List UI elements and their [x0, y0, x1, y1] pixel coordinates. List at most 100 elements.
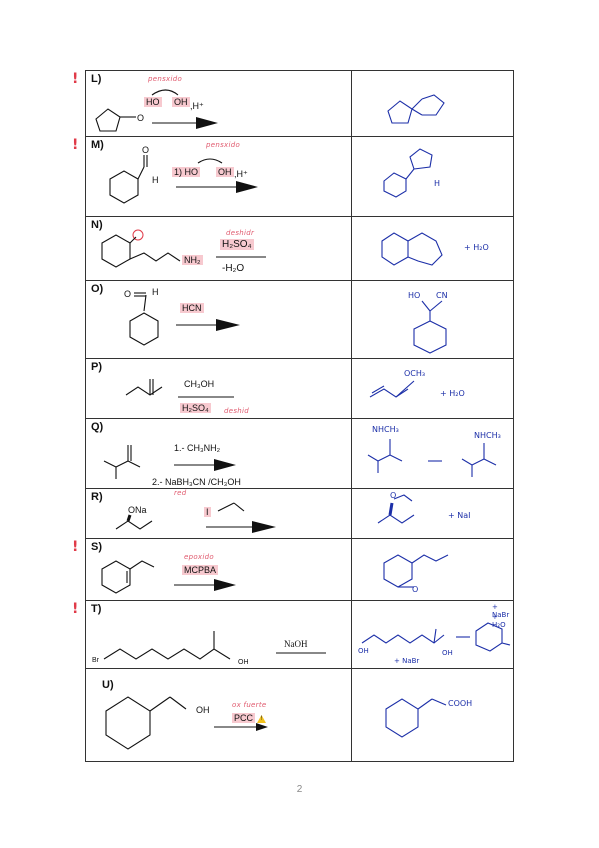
byproduct-label: + NaBr — [394, 657, 420, 665]
reaction-cell: N) deshidr H₂SO₄ -H₂O NH₂ — [85, 217, 352, 280]
reaction-cell: ! M) pensxido 1) HO OH ,H⁺ O H — [72, 137, 352, 216]
annotation-note: ox fuerte — [232, 701, 267, 709]
answer-cell: O — [352, 539, 514, 600]
reaction-cell: U) OH ox fuerte PCC ! — [85, 669, 352, 761]
reagent-methanol: CH₃OH — [184, 379, 215, 389]
reaction-cell: ! S) epoxido MCPBA — [72, 539, 352, 600]
hydroxyl-label: OH — [238, 659, 249, 666]
reaction-cell: R) ONa I — [85, 489, 352, 538]
table-row: ! L) pensxido HO OH ,H⁺ O — [72, 70, 514, 136]
row-label: S) — [91, 541, 102, 553]
methoxy-label: OCH₃ — [404, 369, 426, 378]
annotation-note: deshid — [224, 407, 250, 415]
epoxide-answer-drawing — [383, 554, 449, 588]
svg-text:O: O — [124, 289, 131, 299]
annotation-note: pensxido — [148, 75, 183, 83]
alkene-structure — [101, 560, 236, 594]
byproduct-label: + H₂O — [492, 613, 506, 629]
table-row: O) HCN H O HO CN — [85, 280, 514, 358]
hydroxyl-label: OH — [358, 647, 369, 655]
alcohol-oh-label: OH — [196, 705, 210, 715]
reagent-ho: HO — [144, 97, 162, 107]
table-row: ! S) epoxido MCPBA O — [72, 538, 514, 600]
reagent-alkoxide: ONa — [128, 505, 147, 515]
hydroxyl-label: HO — [408, 291, 421, 300]
svg-text:O: O — [137, 113, 144, 123]
reagent-water-loss: -H₂O — [222, 263, 245, 274]
reaction-table: ! L) pensxido HO OH ,H⁺ O — [72, 70, 514, 762]
reagent-hcn: HCN — [180, 303, 204, 313]
annotation-note: red — [174, 489, 187, 497]
answer-h-label: H — [434, 179, 441, 188]
answer-cell: + H₂O — [352, 217, 514, 280]
spiro-amine-answer-drawing — [381, 232, 443, 266]
reagent-ho: 1) HO — [172, 167, 201, 177]
aldehyde-h-label: H — [152, 287, 159, 297]
row-label: Q) — [91, 421, 104, 433]
byproduct-label: + NaI — [448, 511, 471, 520]
table-row: U) OH ox fuerte PCC ! COOH — [85, 668, 514, 762]
reagent-h2so4: H₂SO₄ — [220, 239, 254, 250]
reagent-acid: ,H⁺ — [234, 169, 248, 179]
hydroxyl-label: OH — [442, 649, 453, 657]
answer-cell: OCH₃ + H₂O — [352, 359, 514, 418]
cyclization-answer-drawing — [361, 622, 511, 652]
reagent-methylamine: 1.- CH₃NH₂ — [174, 443, 221, 453]
bromide-label: Br — [92, 657, 99, 664]
row-label: L) — [91, 73, 102, 85]
cyanohydrin-answer-drawing — [413, 300, 447, 354]
reagent-acid: ,H⁺ — [190, 101, 204, 111]
sodium-alkoxide-structure — [115, 502, 276, 533]
reaction-cell: O) HCN H O — [85, 281, 352, 358]
reagent-mcpba: MCPBA — [182, 565, 219, 575]
carboxylic-acid-answer-drawing — [385, 698, 447, 738]
answer-cell: H — [352, 137, 514, 216]
methylbutanone-structure — [103, 445, 236, 479]
amine-label: NHCH₃ — [474, 431, 501, 440]
warning-mark: ! — [72, 71, 79, 87]
answer-cell — [352, 71, 514, 136]
table-row: P) CH₃OH H₂SO₄ deshid OCH₃ + H₂O — [85, 358, 514, 418]
annotation-note: deshidr — [226, 229, 255, 237]
reagent-nh2: NH₂ — [182, 255, 203, 265]
cyclohexylmethanol-structure — [105, 696, 268, 750]
epoxide-oxygen-label: O — [412, 585, 419, 594]
warning-mark: ! — [72, 601, 79, 617]
ketal-answer-drawing — [387, 94, 445, 124]
row-label: N) — [91, 219, 103, 231]
reagent-iodide: I — [204, 507, 211, 517]
table-row: ! T) NaOH Br OH OH OH + NaBr + NaBr + H₂… — [72, 600, 514, 668]
reagent-pcc: PCC — [232, 713, 256, 723]
answer-cell: O + NaI — [352, 489, 514, 538]
svg-text:H: H — [152, 175, 159, 185]
reagent-naoh: NaOH — [284, 639, 308, 649]
reductive-amination-answer-drawing — [367, 439, 497, 477]
reagent-oh: OH — [216, 167, 234, 177]
reagent-h2so4: H₂SO₄ — [180, 403, 211, 413]
answer-cell: OH OH + NaBr + NaBr + H₂O — [352, 601, 514, 668]
annotation-note: pensxido — [206, 141, 241, 149]
annotation-note: epoxido — [184, 553, 214, 561]
byproduct-label: + NaBr — [492, 603, 510, 619]
page-number: 2 — [296, 784, 303, 795]
amino-ketone-structure — [101, 229, 266, 268]
answer-cell: COOH — [352, 669, 514, 761]
enol-ether-answer-drawing — [369, 380, 415, 398]
row-label: U) — [102, 679, 114, 691]
cyclopentanone-structure: O — [95, 89, 218, 132]
imine-label: NHCH₃ — [372, 425, 399, 434]
cyclohexanecarbaldehyde-structure: O — [124, 289, 240, 346]
ether-oxygen-label: O — [390, 491, 397, 500]
warning-icon: ! — [257, 715, 266, 723]
answer-cell: HO CN — [352, 281, 514, 358]
row-label: O) — [91, 283, 104, 295]
bromo-alcohol-structure — [103, 631, 326, 660]
row-label: M) — [91, 139, 104, 151]
acetal-answer-drawing — [383, 148, 433, 198]
warning-mark: ! — [72, 137, 79, 153]
butanone-structure — [125, 379, 234, 398]
svg-text:O: O — [142, 145, 149, 155]
table-row: Q) 1.- CH₃NH₂ 2.- NaBH₃CN /CH₃OH red NHC… — [85, 418, 514, 497]
reaction-cell: P) CH₃OH H₂SO₄ deshid — [85, 359, 352, 418]
